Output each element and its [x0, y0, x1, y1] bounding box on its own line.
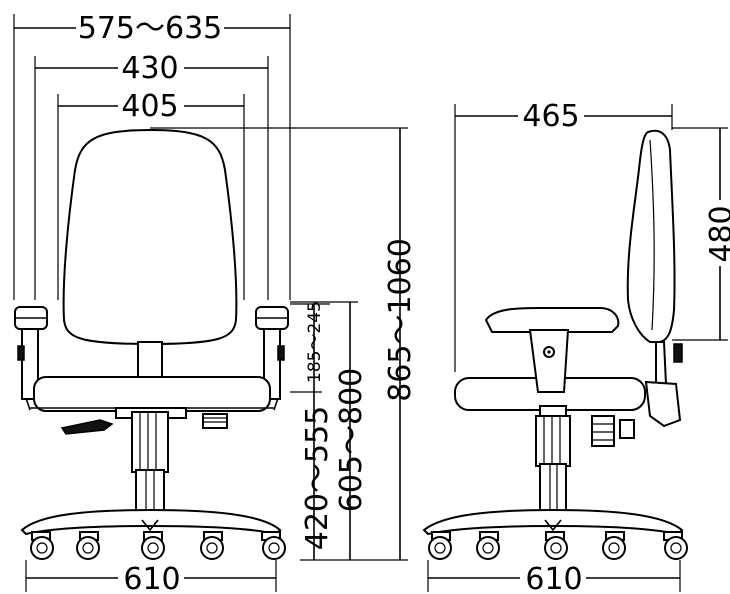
side-caster-2: [476, 531, 500, 560]
side-armrest: [484, 307, 620, 333]
front-left-armrest: [14, 306, 48, 400]
front-caster-1: [30, 531, 54, 560]
label-backrest-height: 480: [704, 205, 730, 262]
dim-armrest-adjust: 185～245: [290, 301, 330, 392]
side-caster-1: [428, 531, 452, 560]
dim-front-base-width: 610: [25, 560, 277, 594]
side-arm-post: [528, 329, 570, 393]
front-gas-cylinder-lower: [135, 469, 165, 515]
dim-side-base-width: 610: [427, 560, 681, 594]
label-front-base-width: 610: [123, 562, 180, 594]
label-armrest-height: 605～800: [334, 368, 369, 513]
front-backrest: [62, 128, 238, 346]
dim-front-overall-width: 575～635: [13, 11, 291, 300]
dim-armrest-height: 605～800: [290, 301, 369, 560]
dim-backrest-height: 480: [672, 127, 730, 341]
front-gas-cylinder-upper: [131, 411, 169, 473]
label-overall-width: 575～635: [78, 11, 223, 46]
label-overall-height: 865～1060: [383, 238, 418, 402]
front-back-post: [137, 341, 163, 381]
dim-side-depth: 465: [454, 99, 673, 372]
front-caster-3: [141, 531, 165, 560]
front-seat: [33, 376, 271, 412]
label-side-base-width: 610: [525, 562, 582, 594]
label-armrest-adjust: 185～245: [305, 301, 325, 383]
side-caster-3: [544, 531, 568, 560]
dim-overall-height: 865～1060: [150, 127, 418, 561]
front-lever: [60, 419, 114, 435]
side-knob-1: [591, 415, 615, 447]
front-knob: [202, 413, 228, 429]
side-back-bracket: [644, 380, 682, 428]
dim-seat-height: 420～555: [290, 391, 335, 560]
side-casters: [428, 531, 688, 560]
side-knob-2: [619, 419, 635, 439]
side-back-post: [655, 341, 668, 385]
front-casters: [30, 531, 286, 560]
side-view: 465 480: [422, 99, 730, 594]
front-caster-2: [76, 531, 100, 560]
side-mechanism: [539, 405, 567, 417]
label-seat-height: 420～555: [300, 406, 335, 551]
label-side-depth: 465: [522, 99, 579, 134]
side-gas-cylinder-upper: [535, 415, 571, 467]
dim-front-armrest-width: 430: [34, 51, 269, 300]
front-caster-4: [200, 531, 224, 560]
dim-front-seat-width: 405: [57, 89, 245, 300]
side-gas-cylinder-lower: [539, 463, 567, 513]
side-back-knob: [673, 343, 683, 363]
front-view: 575～635 430 405: [13, 11, 418, 594]
front-caster-5: [261, 531, 286, 560]
side-caster-5: [663, 531, 688, 560]
side-caster-4: [602, 531, 626, 560]
front-base: [20, 508, 282, 536]
label-armrest-width: 430: [121, 51, 178, 86]
label-seat-width: 405: [121, 89, 178, 124]
